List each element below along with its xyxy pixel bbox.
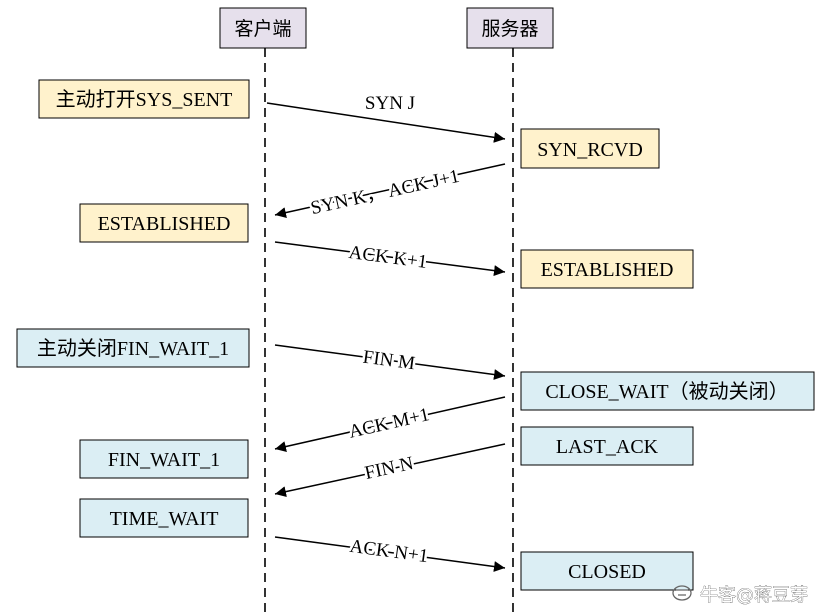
server-state-close-wait: CLOSE_WAIT（被动关闭） [520,371,815,411]
ack-m-arrow [274,396,506,452]
ack-m-label: ACK M+1 [347,404,432,443]
syn-ack-label: SYN K， ACK J+1 [309,166,462,219]
fin-m-arrow [274,344,506,380]
server-header-label: 服务器 [481,18,538,40]
watermark: 牛客@蒋豆芽 [672,585,808,606]
svg-text:CLOSED: CLOSED [568,561,646,583]
watermark-logo-icon [672,585,692,601]
ack-k-label: ACK K+1 [348,242,429,273]
syn-ack-arrow [274,163,506,218]
client-state-active-open: 主动打开SYS_SENT [38,79,250,119]
svg-text:FIN_WAIT_1: FIN_WAIT_1 [108,449,220,471]
server-state-closed: CLOSED [520,551,694,591]
syn-arrow [266,102,506,143]
fin-n-label: FIN N [363,453,416,484]
ack-n-label: ACK N+1 [348,536,429,567]
svg-text:TIME_WAIT: TIME_WAIT [110,508,219,530]
client-state-active-close: 主动关闭FIN_WAIT_1 [16,328,250,368]
client-state-fin-wait: FIN_WAIT_1 [79,439,249,479]
svg-text:ESTABLISHED: ESTABLISHED [98,213,231,235]
svg-text:CLOSE_WAIT（被动关闭）: CLOSE_WAIT（被动关闭） [545,380,788,403]
client-header: 客户端 [219,7,307,49]
client-header-label: 客户端 [234,18,291,40]
client-state-time-wait: TIME_WAIT [79,498,249,538]
svg-text:ESTABLISHED: ESTABLISHED [541,259,674,281]
fin-n-arrow [274,443,506,498]
server-header: 服务器 [466,7,554,49]
server-state-last-ack: LAST_ACK [520,426,694,466]
client-state-established: ESTABLISHED [79,203,249,243]
syn-label: SYN J [365,93,415,114]
ack-n-arrow [274,536,506,572]
server-state-syn-rcvd: SYN_RCVD [520,128,660,169]
fin-m-label: FIN M [362,347,417,375]
ack-k-arrow [274,241,506,277]
watermark-text: 牛客@蒋豆芽 [700,585,808,606]
svg-text:LAST_ACK: LAST_ACK [556,436,659,458]
server-state-established: ESTABLISHED [520,249,694,289]
svg-text:SYN_RCVD: SYN_RCVD [537,139,643,161]
svg-text:主动关闭FIN_WAIT_1: 主动关闭FIN_WAIT_1 [37,337,229,360]
svg-text:主动打开SYS_SENT: 主动打开SYS_SENT [56,88,233,111]
